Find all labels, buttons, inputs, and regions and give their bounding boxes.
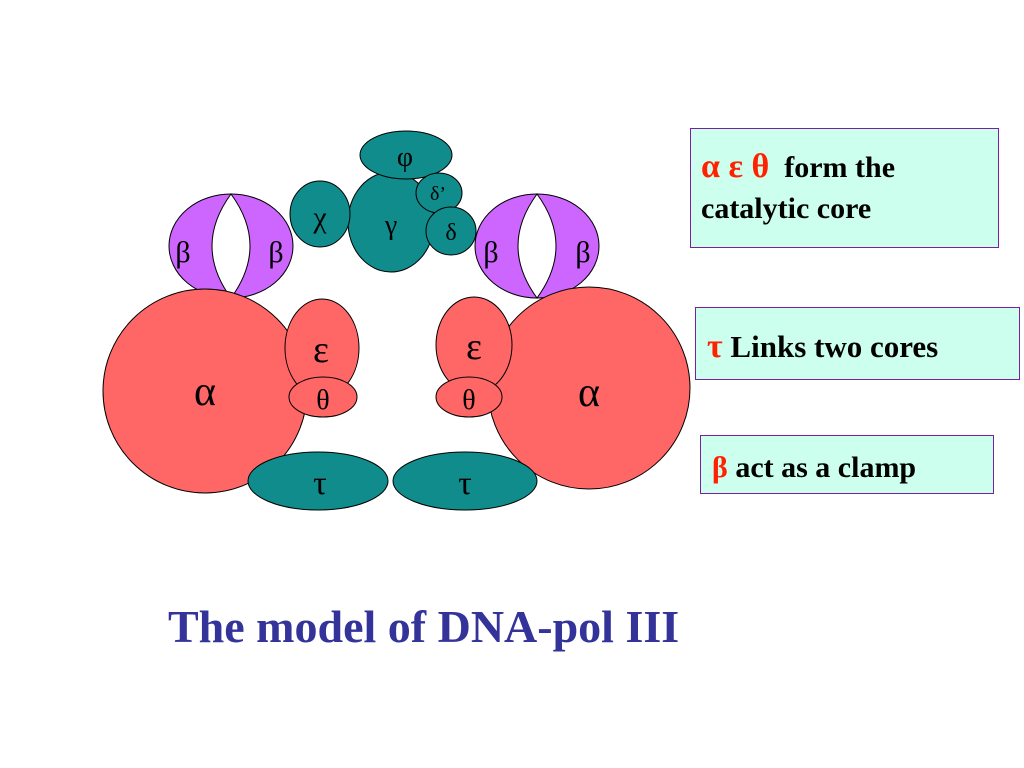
phi-label: φ xyxy=(397,142,413,173)
note-tau-greek: τ xyxy=(707,328,723,365)
beta-clamp-right: β β xyxy=(474,193,600,299)
note-core-text: form the catalytic core xyxy=(701,151,896,226)
chi-subunit xyxy=(289,180,351,248)
note-tau-text: Links two cores xyxy=(730,329,939,364)
note-catalytic-core: α ε θ form the catalytic core xyxy=(690,128,999,248)
epsilon-right-label: ε xyxy=(466,326,482,368)
epsilon-left-label: ε xyxy=(313,329,329,371)
core-left: α ε θ xyxy=(102,288,360,494)
beta-right-1-label: β xyxy=(483,236,498,269)
chi-label: χ xyxy=(312,201,327,234)
gamma-label: γ xyxy=(384,210,397,241)
note-beta-greek: β xyxy=(712,451,728,484)
alpha-right-label: α xyxy=(578,370,600,416)
phi-subunit xyxy=(359,130,453,180)
alpha-left-label: α xyxy=(194,369,216,415)
beta-clamp-right-hole xyxy=(517,193,557,299)
tau-subunits: τ τ xyxy=(247,451,538,511)
gamma-complex: φ χ γ δ’ δ xyxy=(289,130,477,273)
delta-label: δ xyxy=(445,220,456,246)
note-beta-text: act as a clamp xyxy=(735,451,917,484)
theta-right-subunit xyxy=(435,376,503,418)
slide-caption: The model of DNA-pol III xyxy=(168,601,680,652)
theta-left-label: θ xyxy=(316,385,329,416)
note-core-greek: α ε θ xyxy=(701,148,770,185)
tau-right-label: τ xyxy=(458,465,472,502)
beta-right-2-label: β xyxy=(575,236,590,269)
delta-subunit xyxy=(425,206,477,256)
tau-left-label: τ xyxy=(313,465,327,502)
tau-right-subunit xyxy=(392,451,538,511)
delta-prime-label: δ’ xyxy=(430,183,446,205)
theta-left-subunit xyxy=(288,376,358,418)
tau-left-subunit xyxy=(247,451,389,511)
beta-left-1-label: β xyxy=(175,236,190,269)
core-right: α ε θ xyxy=(435,286,691,490)
note-tau: τ Links two cores xyxy=(695,307,1020,380)
beta-clamp-left: β β xyxy=(168,193,294,299)
note-beta: β act as a clamp xyxy=(700,435,994,494)
beta-left-2-label: β xyxy=(268,236,283,269)
theta-right-label: θ xyxy=(462,385,475,416)
